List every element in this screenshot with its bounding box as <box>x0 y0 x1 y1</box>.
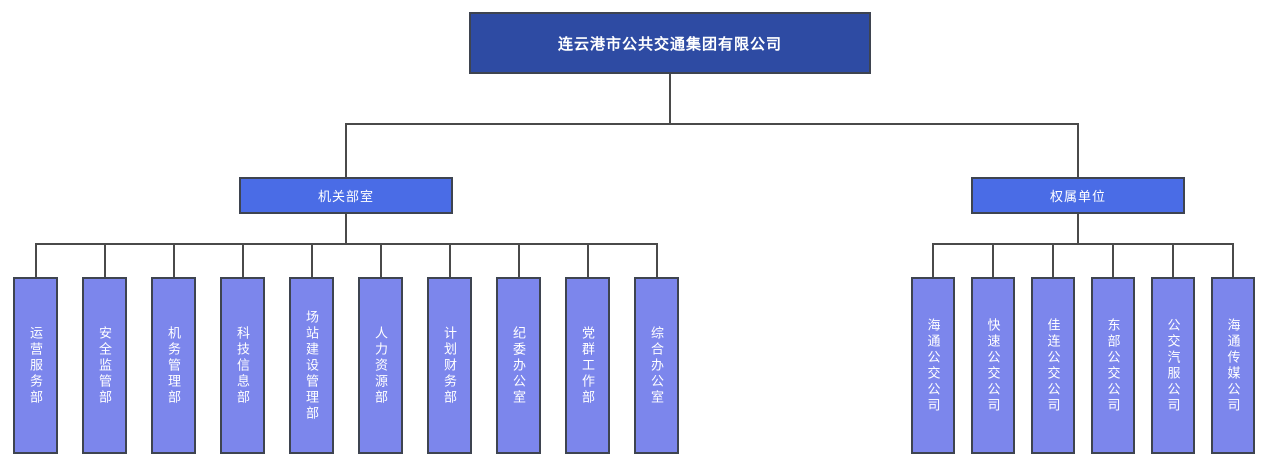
connector-right-rail <box>932 243 1234 245</box>
leaf-label: 科技信息部 <box>235 325 250 406</box>
leaf-node: 佳连公交公司 <box>1031 277 1075 454</box>
leaf-node: 机务管理部 <box>151 277 196 454</box>
leaf-node: 运营服务部 <box>13 277 58 454</box>
connector-leaf-stem <box>932 243 934 277</box>
leaf-node: 海通公交公司 <box>911 277 955 454</box>
leaf-node: 海通传媒公司 <box>1211 277 1255 454</box>
connector-leaf-stem <box>1172 243 1174 277</box>
leaf-node: 纪委办公室 <box>496 277 541 454</box>
leaf-label: 纪委办公室 <box>511 325 526 406</box>
connector-left-rail <box>35 243 658 245</box>
leaf-label: 海通公交公司 <box>925 317 941 414</box>
branch-label-subsidiaries: 权属单位 <box>1049 189 1106 204</box>
connector-leaf-stem <box>992 243 994 277</box>
leaf-label: 计划财务部 <box>442 325 457 406</box>
branch-label-departments: 机关部室 <box>317 189 374 204</box>
leaf-label: 运营服务部 <box>28 325 43 406</box>
leaf-node: 科技信息部 <box>220 277 265 454</box>
leaf-label: 机务管理部 <box>166 325 181 406</box>
connector-branch-lower-stem-left <box>345 214 347 244</box>
connector-leaf-stem <box>380 243 382 277</box>
connector-top-rail <box>345 123 1079 125</box>
connector-leaf-stem <box>173 243 175 277</box>
connector-leaf-stem <box>1232 243 1234 277</box>
connector-leaf-stem <box>656 243 658 277</box>
leaf-node: 公交汽服公司 <box>1151 277 1195 454</box>
connector-leaf-stem <box>587 243 589 277</box>
connector-branch-stem-right <box>1077 123 1079 177</box>
leaf-label: 综合办公室 <box>649 325 664 406</box>
connector-leaf-stem <box>518 243 520 277</box>
connector-leaf-stem <box>242 243 244 277</box>
branch-node-subsidiaries: 权属单位 <box>971 177 1185 214</box>
leaf-label: 党群工作部 <box>580 325 595 406</box>
org-root-label: 连云港市公共交通集团有限公司 <box>557 35 782 53</box>
connector-leaf-stem <box>35 243 37 277</box>
leaf-label: 佳连公交公司 <box>1045 317 1061 414</box>
leaf-label: 安全监管部 <box>97 325 112 406</box>
connector-leaf-stem <box>104 243 106 277</box>
connector-leaf-stem <box>1052 243 1054 277</box>
connector-leaf-stem <box>311 243 313 277</box>
connector-leaf-stem <box>1112 243 1114 277</box>
leaf-node: 安全监管部 <box>82 277 127 454</box>
leaf-label: 公交汽服公司 <box>1165 317 1181 414</box>
leaf-node: 东部公交公司 <box>1091 277 1135 454</box>
connector-branch-stem-left <box>345 123 347 177</box>
connector-leaf-stem <box>449 243 451 277</box>
org-root-node: 连云港市公共交通集团有限公司 <box>469 12 871 74</box>
leaf-label: 海通传媒公司 <box>1225 317 1241 414</box>
connector-root-stem <box>669 74 671 124</box>
leaf-node: 人力资源部 <box>358 277 403 454</box>
leaf-label: 快速公交公司 <box>985 317 1001 414</box>
leaf-node: 党群工作部 <box>565 277 610 454</box>
leaf-node: 场站建设管理部 <box>289 277 334 454</box>
leaf-node: 综合办公室 <box>634 277 679 454</box>
leaf-node: 计划财务部 <box>427 277 472 454</box>
leaf-label: 东部公交公司 <box>1105 317 1121 414</box>
leaf-label: 场站建设管理部 <box>304 309 319 422</box>
leaf-node: 快速公交公司 <box>971 277 1015 454</box>
connector-branch-lower-stem-right <box>1077 214 1079 244</box>
branch-node-departments: 机关部室 <box>239 177 453 214</box>
leaf-label: 人力资源部 <box>373 325 388 406</box>
